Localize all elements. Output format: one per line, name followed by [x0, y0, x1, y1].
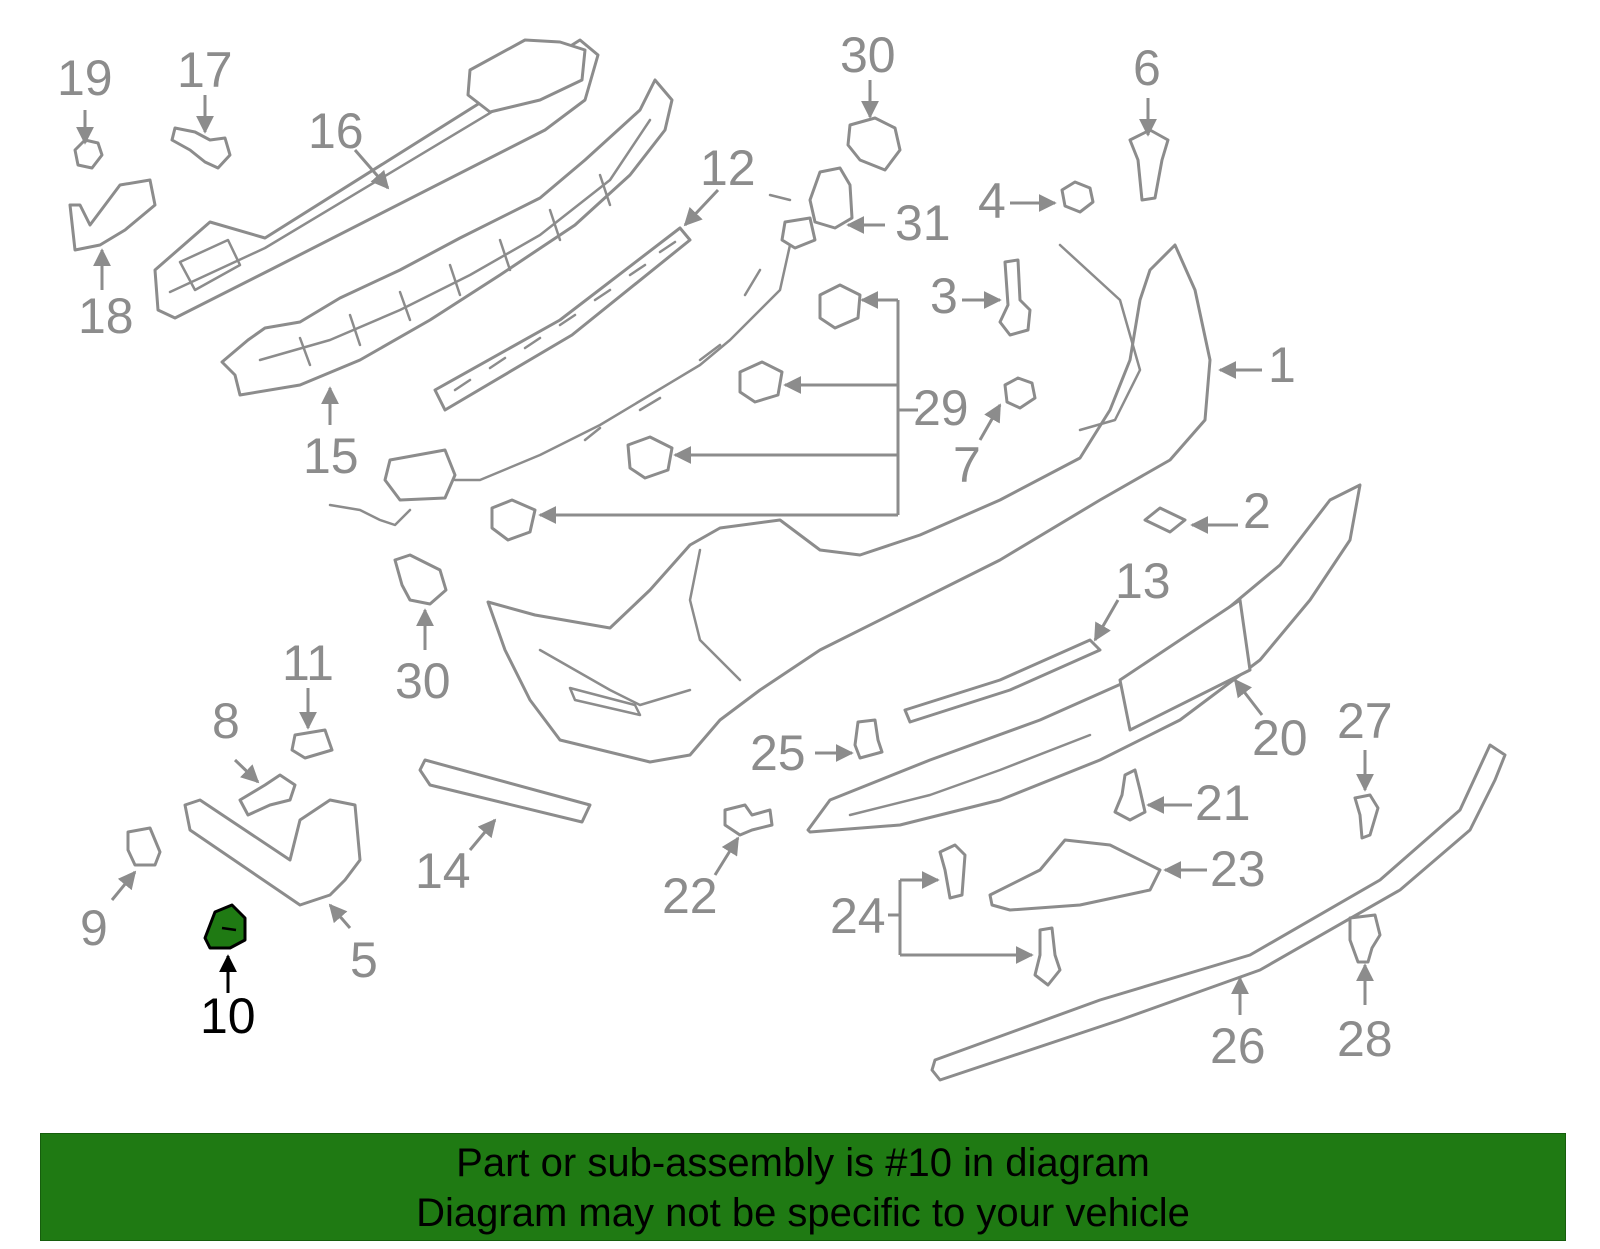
- part-23-bracket: [988, 838, 1162, 912]
- part-30-sensor-top: [846, 116, 902, 172]
- part-28-clip: [1348, 913, 1382, 964]
- callout-9: 9: [80, 900, 108, 956]
- callout-28: 28: [1337, 1011, 1393, 1067]
- callout-14: 14: [415, 843, 471, 899]
- leader-lines: [76, 80, 1374, 1015]
- part-3-bolt: [998, 258, 1032, 337]
- callout-2: 2: [1243, 483, 1271, 539]
- part-14-reflector: [418, 758, 592, 824]
- part-17-bolt: [170, 126, 232, 170]
- part-19-nut: [73, 138, 104, 170]
- callout-10: 10: [200, 988, 256, 1044]
- part-4-nut: [1060, 180, 1095, 214]
- callout-18: 18: [78, 288, 134, 344]
- banner-line-1: Part or sub-assembly is #10 in diagram: [456, 1141, 1150, 1185]
- callout-31: 31: [895, 195, 951, 251]
- part-12-bracket-strip: [433, 226, 692, 412]
- part-8-bolt: [238, 773, 297, 817]
- part-29-sensor-a: [818, 283, 862, 330]
- part-24-bolt-b: [1033, 926, 1062, 987]
- part-22-fastener: [723, 803, 774, 837]
- banner-line-2: Diagram may not be specific to your vehi…: [416, 1191, 1190, 1235]
- part-30-sensor-bottom: [393, 553, 448, 606]
- callout-16: 16: [308, 103, 364, 159]
- callout-23: 23: [1210, 841, 1266, 897]
- callout-19: 19: [57, 50, 113, 106]
- callout-30-bottom: 30: [395, 653, 451, 709]
- callout-1: 1: [1268, 337, 1296, 393]
- part-11-clip: [290, 728, 334, 760]
- callout-29: 29: [913, 380, 969, 436]
- callout-7: 7: [953, 437, 981, 493]
- part-25-fastener: [853, 718, 884, 760]
- small-parts: [73, 116, 1382, 987]
- callout-24: 24: [830, 888, 886, 944]
- part-18-bracket: [68, 178, 157, 252]
- part-1-bumper-cover: [486, 243, 1212, 764]
- callout-21: 21: [1195, 775, 1251, 831]
- callout-8: 8: [212, 693, 240, 749]
- part-9-clip: [126, 826, 162, 867]
- callout-26: 26: [1210, 1018, 1266, 1074]
- part-27-fastener: [1353, 793, 1380, 840]
- part-29-sensor-b: [738, 360, 784, 404]
- part-20-lower-valance: [806, 483, 1362, 834]
- part-10-highlighted: [203, 903, 247, 950]
- part-7-nut: [1003, 376, 1037, 410]
- callout-15: 15: [303, 428, 359, 484]
- callout-25: 25: [750, 725, 806, 781]
- part-5-corner-bracket: [183, 798, 362, 907]
- callout-30-top: 30: [840, 27, 896, 83]
- callout-27: 27: [1337, 693, 1393, 749]
- callout-11: 11: [282, 635, 334, 691]
- callout-22: 22: [662, 868, 718, 924]
- part-24-bolt-a: [938, 843, 967, 900]
- callout-17: 17: [177, 42, 233, 98]
- part-13-strip: [903, 638, 1102, 724]
- callout-3: 3: [930, 268, 958, 324]
- info-banner: Part or sub-assembly is #10 in diagram D…: [40, 1133, 1566, 1241]
- callout-5: 5: [350, 932, 378, 988]
- part-2-clip: [1143, 506, 1187, 534]
- part-21-clip: [1113, 768, 1147, 822]
- callout-20: 20: [1252, 710, 1308, 766]
- part-26-trim-strip: [930, 743, 1507, 1082]
- callout-6: 6: [1133, 40, 1161, 96]
- part-6-bolt: [1128, 128, 1170, 202]
- part-15-energy-absorber: [220, 78, 674, 397]
- part-29-sensor-d: [490, 498, 537, 542]
- callout-12: 12: [700, 140, 756, 196]
- part-29-sensor-c: [626, 435, 674, 480]
- callout-labels: 1 2 3 4 5 6 7 8 9 10 11 12 13 14 15 16 1…: [57, 27, 1393, 1074]
- callout-13: 13: [1115, 553, 1171, 609]
- part-31-wiring-harness: [328, 166, 854, 527]
- callout-4: 4: [978, 173, 1006, 229]
